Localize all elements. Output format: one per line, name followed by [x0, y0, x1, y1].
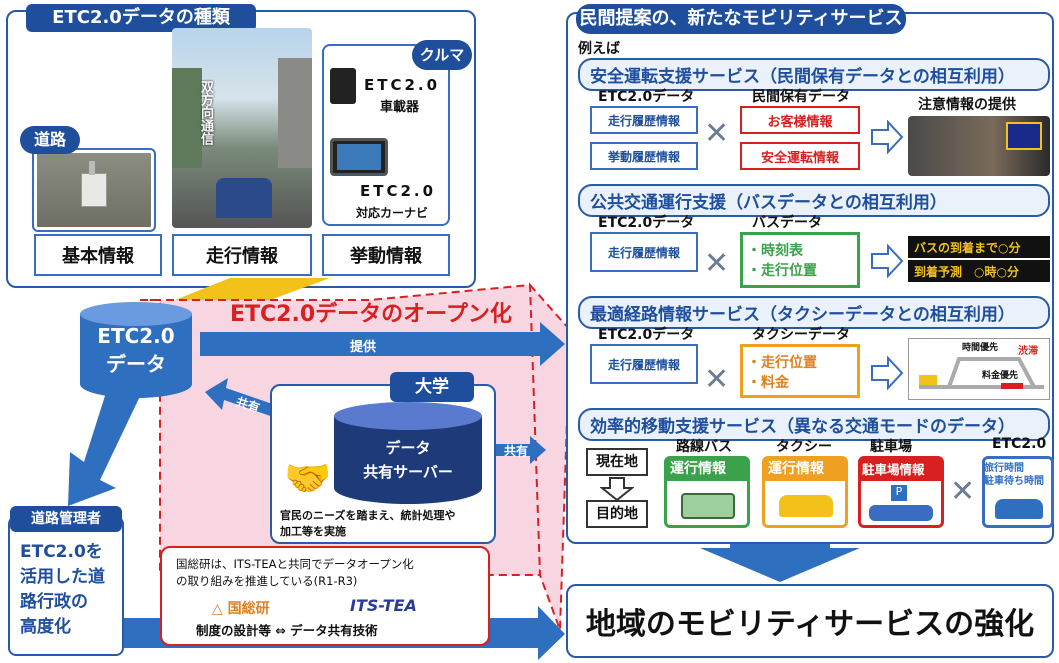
s2-multiply: ✕	[704, 246, 730, 281]
s4-taxi-text: 運行情報	[768, 461, 824, 477]
university-tag: 大学	[390, 372, 474, 402]
s1-col2: 民間保有データ	[752, 89, 850, 105]
etc-data-cylinder	[80, 302, 192, 398]
behavior-info-box: 挙動情報	[322, 234, 450, 276]
s2-col2: バスデータ	[752, 215, 822, 231]
nilim-text: 国総研は、ITS-TEAと共同でデータオープン化 の取り組みを推進している(R1…	[176, 557, 414, 588]
s4-etc-text: 旅行時間 駐車待ち時間	[984, 463, 1044, 487]
server-cylinder	[334, 402, 482, 504]
s2-output-2: 到着予測 ○時○分	[908, 260, 1050, 282]
nilim-bottom: 制度の設計等 ⇔ データ共有技術	[196, 623, 378, 638]
s4-multiply: ✕	[950, 474, 976, 509]
navi-title: ETC2.0	[360, 182, 437, 200]
admin-text: ETC2.0を 活用した道 路行政の 高度化	[20, 542, 105, 637]
s3-multiply: ✕	[704, 362, 730, 397]
handshake-icon: 🤝	[284, 456, 332, 500]
s2-title: 公共交通運行支援（バスデータとの相互利用）	[578, 184, 1050, 217]
example-label: 例えば	[578, 41, 620, 57]
itstea-logo: ITS-TEA	[350, 596, 417, 615]
provide-label: 提供	[350, 340, 377, 355]
s3-fare-priority: 料金優先	[982, 371, 1019, 381]
s2-travel-history: 走行履歴情報	[590, 232, 698, 272]
server-description: 官民のニーズを踏まえ、統計処理や 加工等を実施	[280, 509, 456, 538]
s1-col3: 注意情報の提供	[918, 97, 1016, 113]
s3-col1: ETC2.0データ	[598, 327, 695, 343]
s3-arrow	[870, 355, 904, 394]
road-tag: 道路	[20, 126, 80, 154]
s3-taxi-data: ・走行位置 ・料金	[740, 344, 860, 398]
s2-arrow	[870, 243, 904, 282]
navi-sub: 対応カーナビ	[356, 206, 429, 220]
s3-title: 最適経路情報サービス（タクシーデータとの相互利用）	[578, 296, 1050, 329]
s1-behavior-history: 挙動履歴情報	[590, 142, 698, 170]
s4-dest: 目的地	[586, 500, 648, 528]
admin-tag: 道路管理者	[10, 506, 122, 532]
street-photo	[172, 28, 312, 228]
s4-bus-card	[664, 456, 750, 528]
etc-data-label: ETC2.0 データ	[97, 324, 175, 376]
s3-jam: 渋滞	[1018, 346, 1038, 357]
car-navi-icon	[330, 138, 388, 176]
s3-travel-history: 走行履歴情報	[590, 344, 698, 384]
nilim-logo: △ 国総研	[212, 601, 270, 617]
s3-col2: タクシーデータ	[752, 327, 850, 343]
s2-output-1: バスの到着まで○分	[908, 236, 1050, 258]
s4-now: 現在地	[586, 448, 648, 476]
car-tag: クルマ	[412, 40, 472, 70]
s1-title: 安全運転支援サービス（民間保有データとの相互利用）	[578, 58, 1050, 91]
s4-bus-header: 路線バス	[676, 439, 732, 455]
s4-taxi-header: タクシー	[776, 439, 832, 455]
admin-panel	[8, 516, 124, 656]
share-right-label: 共有	[504, 444, 529, 458]
s4-title: 効率的移動支援サービス（異なる交通モードのデータ）	[578, 408, 1050, 441]
onboard-unit-icon	[330, 68, 356, 104]
bidirectional-label: 双方向通信	[198, 80, 213, 145]
server-label: データ 共有サーバー	[363, 439, 453, 481]
s1-travel-history: 走行履歴情報	[590, 106, 698, 134]
s1-arrow	[870, 119, 904, 158]
s4-parking-text: 駐車場情報	[862, 462, 925, 477]
s3-time-priority: 時間優先	[962, 343, 999, 353]
s4-bus-text: 運行情報	[670, 461, 726, 477]
s1-multiply: ✕	[704, 116, 730, 151]
basic-info-box: 基本情報	[34, 234, 162, 276]
s4-down-arrow	[599, 476, 635, 506]
s2-bus-data: ・時刻表 ・走行位置	[740, 232, 860, 288]
driving-info-box: 走行情報	[172, 234, 312, 276]
mobility-title: 民間提案の、新たなモビリティサービス	[576, 4, 906, 34]
road-photo	[32, 148, 156, 232]
s4-etc-header: ETC2.0	[992, 436, 1047, 452]
s1-customer-info: お客様情報	[740, 106, 860, 134]
result-box: 地域のモビリティサービスの強化	[566, 584, 1054, 658]
s1-driver-photo	[908, 116, 1050, 176]
s4-parking-card: P	[858, 456, 944, 528]
onboard-title: ETC2.0	[364, 76, 441, 94]
s2-col1: ETC2.0データ	[598, 215, 695, 231]
nilim-box	[160, 546, 490, 646]
s1-col1: ETC2.0データ	[598, 89, 695, 105]
s1-safe-driving-info: 安全運転情報	[740, 142, 860, 170]
data-types-title: ETC2.0データの種類	[26, 4, 256, 32]
s4-etc-card	[982, 456, 1054, 528]
s4-taxi-card	[762, 456, 848, 528]
onboard-sub: 車載器	[380, 100, 420, 115]
s3-route-map	[908, 338, 1050, 400]
s4-parking-header: 駐車場	[870, 439, 912, 455]
open-data-title: ETC2.0データのオープン化	[230, 302, 512, 327]
